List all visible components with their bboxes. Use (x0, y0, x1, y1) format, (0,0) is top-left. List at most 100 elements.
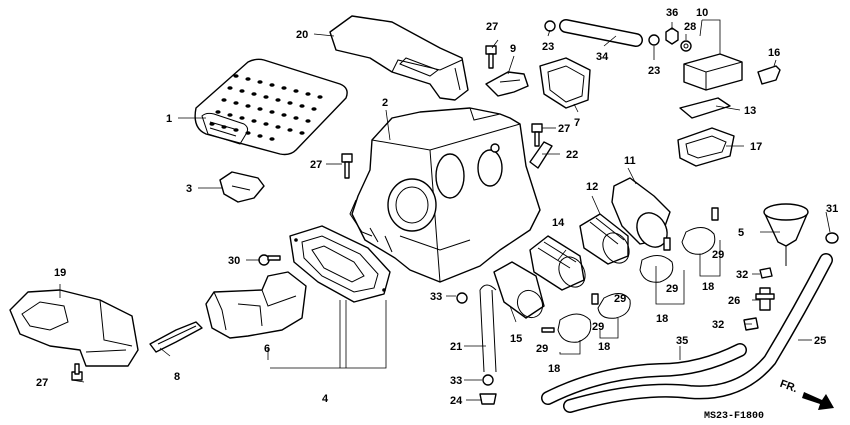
filter-dot (287, 128, 293, 132)
filter-dot (257, 134, 263, 138)
callout-33-a: 33 (430, 291, 442, 303)
part-19-lower-duct (9, 289, 139, 367)
part-33-clip-b (482, 374, 494, 386)
filter-dot (263, 95, 269, 99)
part-27-bolt-c (341, 153, 353, 179)
filter-dot (275, 98, 281, 102)
filter-perforation-dots (209, 74, 323, 141)
callout-29-b: 29 (712, 249, 724, 261)
filter-dot (245, 104, 251, 108)
arrow-right-icon (802, 392, 834, 410)
filter-dot (233, 74, 239, 78)
callout-17: 17 (750, 141, 762, 153)
callout-16: 16 (768, 47, 780, 59)
filter-dot (245, 131, 251, 135)
filter-dot (281, 86, 287, 90)
filter-dot (269, 110, 275, 114)
part-27-bolt-a (485, 45, 497, 69)
callout-33-b: 33 (450, 375, 462, 387)
part-12-joint (579, 213, 630, 265)
filter-dot (227, 113, 233, 117)
part-4-cover-plate (289, 225, 391, 303)
part-17-case (677, 127, 735, 167)
callout-28: 28 (684, 21, 696, 33)
part-16-bracket (757, 65, 781, 85)
callout-27-c: 27 (310, 159, 322, 171)
filter-dot (293, 89, 299, 93)
part-1-air-filter (194, 58, 348, 156)
part-26-joint (755, 287, 775, 311)
callout-11: 11 (624, 155, 636, 167)
callout-23-b: 23 (648, 65, 660, 77)
part-9-breather-clip (485, 71, 529, 97)
callout-7: 7 (574, 117, 580, 129)
filter-dot (299, 131, 305, 135)
callout-27-d: 27 (36, 377, 48, 389)
part-6-intake-duct (205, 271, 307, 339)
part-22-bolt (529, 141, 553, 169)
callout-23-a: 23 (542, 41, 554, 53)
callout-25: 25 (814, 335, 826, 347)
filter-dot (251, 119, 257, 123)
part-20-intake-duct (329, 15, 469, 101)
callout-32-b: 32 (712, 319, 724, 331)
filter-dot (227, 86, 233, 90)
filter-dot (287, 101, 293, 105)
part-29-band-c (541, 313, 592, 343)
callout-30: 30 (228, 255, 240, 267)
callout-29-e: 29 (536, 343, 548, 355)
callout-8: 8 (174, 371, 180, 383)
filter-dot (215, 110, 221, 114)
part-5-funnel (763, 203, 809, 266)
part-13-filter-pad (679, 97, 731, 119)
filter-dot (233, 128, 239, 132)
part-3-duct-piece (219, 171, 265, 203)
part-27-bolt-d (71, 363, 83, 381)
callout-5: 5 (738, 227, 744, 239)
filter-dot (245, 77, 251, 81)
filter-dot (299, 104, 305, 108)
filter-dot (305, 119, 311, 123)
filter-dot (221, 98, 227, 102)
part-29-band-a (639, 237, 674, 283)
callout-31: 31 (826, 203, 838, 215)
callout-29-d: 29 (592, 321, 604, 333)
callout-24: 24 (450, 395, 463, 407)
callout-32-a: 32 (736, 269, 748, 281)
part-7-breather-chamber (539, 57, 591, 109)
callout-10: 10 (696, 7, 708, 19)
part-36-bolt (665, 27, 679, 45)
callout-labels: 1 2 3 4 5 6 7 8 9 10 11 12 13 14 15 16 1… (36, 7, 838, 407)
callout-19: 19 (54, 267, 66, 279)
front-direction-indicator: FR. (778, 378, 834, 410)
callout-29-a: 29 (666, 283, 678, 295)
filter-dot (257, 80, 263, 84)
part-29-band-b (681, 207, 719, 255)
callout-12: 12 (586, 181, 598, 193)
callout-15: 15 (510, 333, 522, 345)
callout-4: 4 (322, 393, 329, 405)
filter-dot (275, 125, 281, 129)
callout-18-d: 18 (598, 341, 610, 353)
callout-2: 2 (382, 97, 388, 109)
front-label: FR. (778, 378, 799, 395)
part-8-seal-strip (149, 321, 203, 353)
part-10-separator (683, 53, 743, 91)
callout-18-a: 18 (656, 313, 668, 325)
part-29-band-d (591, 293, 631, 319)
part-28-grommet (680, 40, 692, 52)
callout-18-c: 18 (548, 363, 560, 375)
callout-18-b: 18 (702, 281, 714, 293)
filter-dot (281, 113, 287, 117)
part-30-screw (258, 254, 281, 266)
filter-dot (269, 83, 275, 87)
filter-dot (311, 107, 317, 111)
filter-dot (251, 92, 257, 96)
callout-36: 36 (666, 7, 678, 19)
filter-dot (221, 125, 227, 129)
callout-6: 6 (264, 343, 270, 355)
part-32-clip-a (759, 267, 773, 279)
callout-27-a: 27 (486, 21, 498, 33)
callout-21: 21 (450, 341, 462, 353)
part-31-cap (825, 232, 839, 244)
